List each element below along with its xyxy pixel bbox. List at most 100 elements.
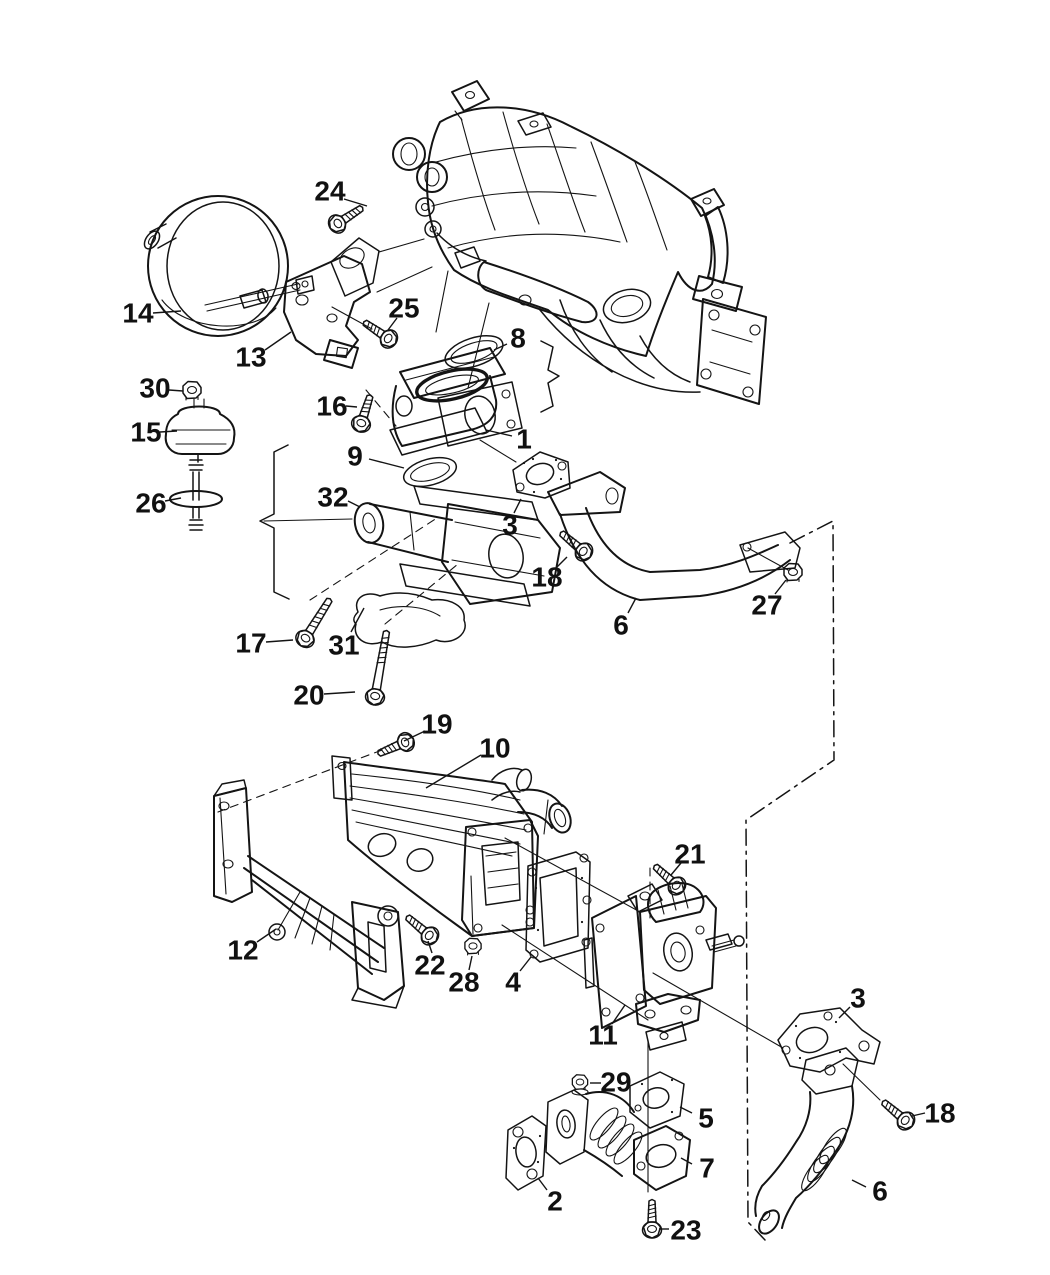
callout-leader-line xyxy=(519,956,532,972)
callout-leader-line xyxy=(611,1004,626,1025)
callout-number: 18 xyxy=(531,562,562,593)
callout-leader-line xyxy=(368,458,405,469)
gasket-31 xyxy=(353,592,466,648)
bolt-20 xyxy=(363,628,397,708)
bolt-18-upper xyxy=(553,524,597,566)
intake-manifold xyxy=(392,80,767,405)
callout-number: 7 xyxy=(699,1153,715,1184)
callout-25: 25 xyxy=(387,293,420,331)
callout-leader-line xyxy=(265,639,294,643)
callout-number: 21 xyxy=(674,839,705,870)
zigzag-bracket xyxy=(540,340,560,413)
callout-24: 24 xyxy=(314,176,368,207)
nut-27 xyxy=(783,562,803,583)
callout-number: 9 xyxy=(347,441,363,472)
callout-3: 3 xyxy=(502,498,522,541)
nut-29 xyxy=(571,1074,589,1096)
callout-leader-line xyxy=(347,500,361,508)
callout-8: 8 xyxy=(493,323,526,354)
callout-number: 19 xyxy=(421,709,452,740)
callout-5: 5 xyxy=(679,1103,714,1134)
callout-21: 21 xyxy=(670,839,706,876)
callout-number: 1 xyxy=(516,424,532,455)
callout-leader-line xyxy=(264,331,292,351)
callout-leader-line xyxy=(680,1157,693,1165)
nut-30 xyxy=(182,380,202,401)
gasket-5 xyxy=(629,1071,685,1129)
callout-leader-line xyxy=(164,497,182,502)
callout-30: 30 xyxy=(139,373,184,404)
callout-leader-line xyxy=(485,429,513,437)
callout-26: 26 xyxy=(135,488,182,519)
callout-leader-line xyxy=(774,579,787,595)
callout-leader-line xyxy=(343,198,368,207)
callout-leader-line xyxy=(670,862,682,876)
callout-number: 4 xyxy=(505,967,521,998)
gasket-2 xyxy=(505,1115,547,1191)
egr-pipe-6-lower xyxy=(754,1047,859,1235)
callout-leader-line xyxy=(345,405,358,408)
vacuum-actuator-14 xyxy=(143,195,315,337)
bolt-19 xyxy=(373,729,418,764)
callout-number: 11 xyxy=(588,1020,618,1051)
callout-leader-line xyxy=(387,317,398,331)
callout-number: 10 xyxy=(479,733,510,764)
bracket-13 xyxy=(283,255,371,369)
callout-11: 11 xyxy=(588,1004,626,1051)
callout-number: 2 xyxy=(547,1186,563,1217)
bolt-22 xyxy=(399,908,443,950)
callout-31: 31 xyxy=(328,607,365,661)
callout-18: 18 xyxy=(911,1098,956,1129)
callout-29: 29 xyxy=(590,1067,632,1098)
callout-number: 28 xyxy=(448,967,479,998)
callout-number: 8 xyxy=(510,323,526,354)
callout-leader-line xyxy=(911,1112,926,1117)
callout-number: 5 xyxy=(698,1103,714,1134)
callout-number: 15 xyxy=(130,417,161,448)
callout-17: 17 xyxy=(235,628,294,659)
callout-number: 16 xyxy=(316,391,347,422)
callout-leader-line xyxy=(152,310,182,314)
callout-3: 3 xyxy=(838,983,866,1019)
callout-number: 31 xyxy=(328,630,359,661)
section-divider-line xyxy=(745,520,835,1241)
callout-9: 9 xyxy=(347,441,405,472)
callout-leader-line xyxy=(838,1006,851,1019)
callout-number: 18 xyxy=(924,1098,955,1129)
bracket-12 xyxy=(213,779,405,1009)
seal-ring-8 xyxy=(444,335,504,369)
callout-leader-line xyxy=(493,343,508,351)
callout-number: 24 xyxy=(314,176,346,207)
callout-7: 7 xyxy=(680,1153,715,1184)
callout-27: 27 xyxy=(751,579,787,621)
callout-number: 22 xyxy=(414,950,445,981)
callout-number: 17 xyxy=(235,628,266,659)
callout-number: 23 xyxy=(670,1215,701,1246)
gasket-3-lower xyxy=(777,1007,881,1073)
callout-leader-line xyxy=(403,730,426,742)
stud-26 xyxy=(169,459,223,531)
callout-19: 19 xyxy=(403,709,453,742)
callout-number: 3 xyxy=(850,983,866,1014)
callout-1: 1 xyxy=(485,424,532,455)
callout-6: 6 xyxy=(613,597,637,641)
callout-leader-line xyxy=(427,940,433,954)
nut-28 xyxy=(464,937,482,956)
callout-leader-line xyxy=(350,607,365,633)
callout-20: 20 xyxy=(293,680,356,711)
pipe-7-assembly xyxy=(545,1089,691,1191)
bolt-23 xyxy=(641,1198,663,1239)
callout-number: 12 xyxy=(227,935,258,966)
callout-18: 18 xyxy=(531,556,568,593)
callout-leader-line xyxy=(256,928,277,943)
callout-leader-line xyxy=(537,1177,548,1191)
callout-leader-line xyxy=(468,955,473,971)
callout-leader-line xyxy=(851,1179,867,1188)
callout-number: 20 xyxy=(293,680,324,711)
callout-22: 22 xyxy=(414,940,446,981)
callout-number: 30 xyxy=(139,373,170,404)
callout-2: 2 xyxy=(537,1177,563,1217)
shield-plate-24 xyxy=(330,237,433,297)
egr-cooler-10 xyxy=(331,755,572,937)
